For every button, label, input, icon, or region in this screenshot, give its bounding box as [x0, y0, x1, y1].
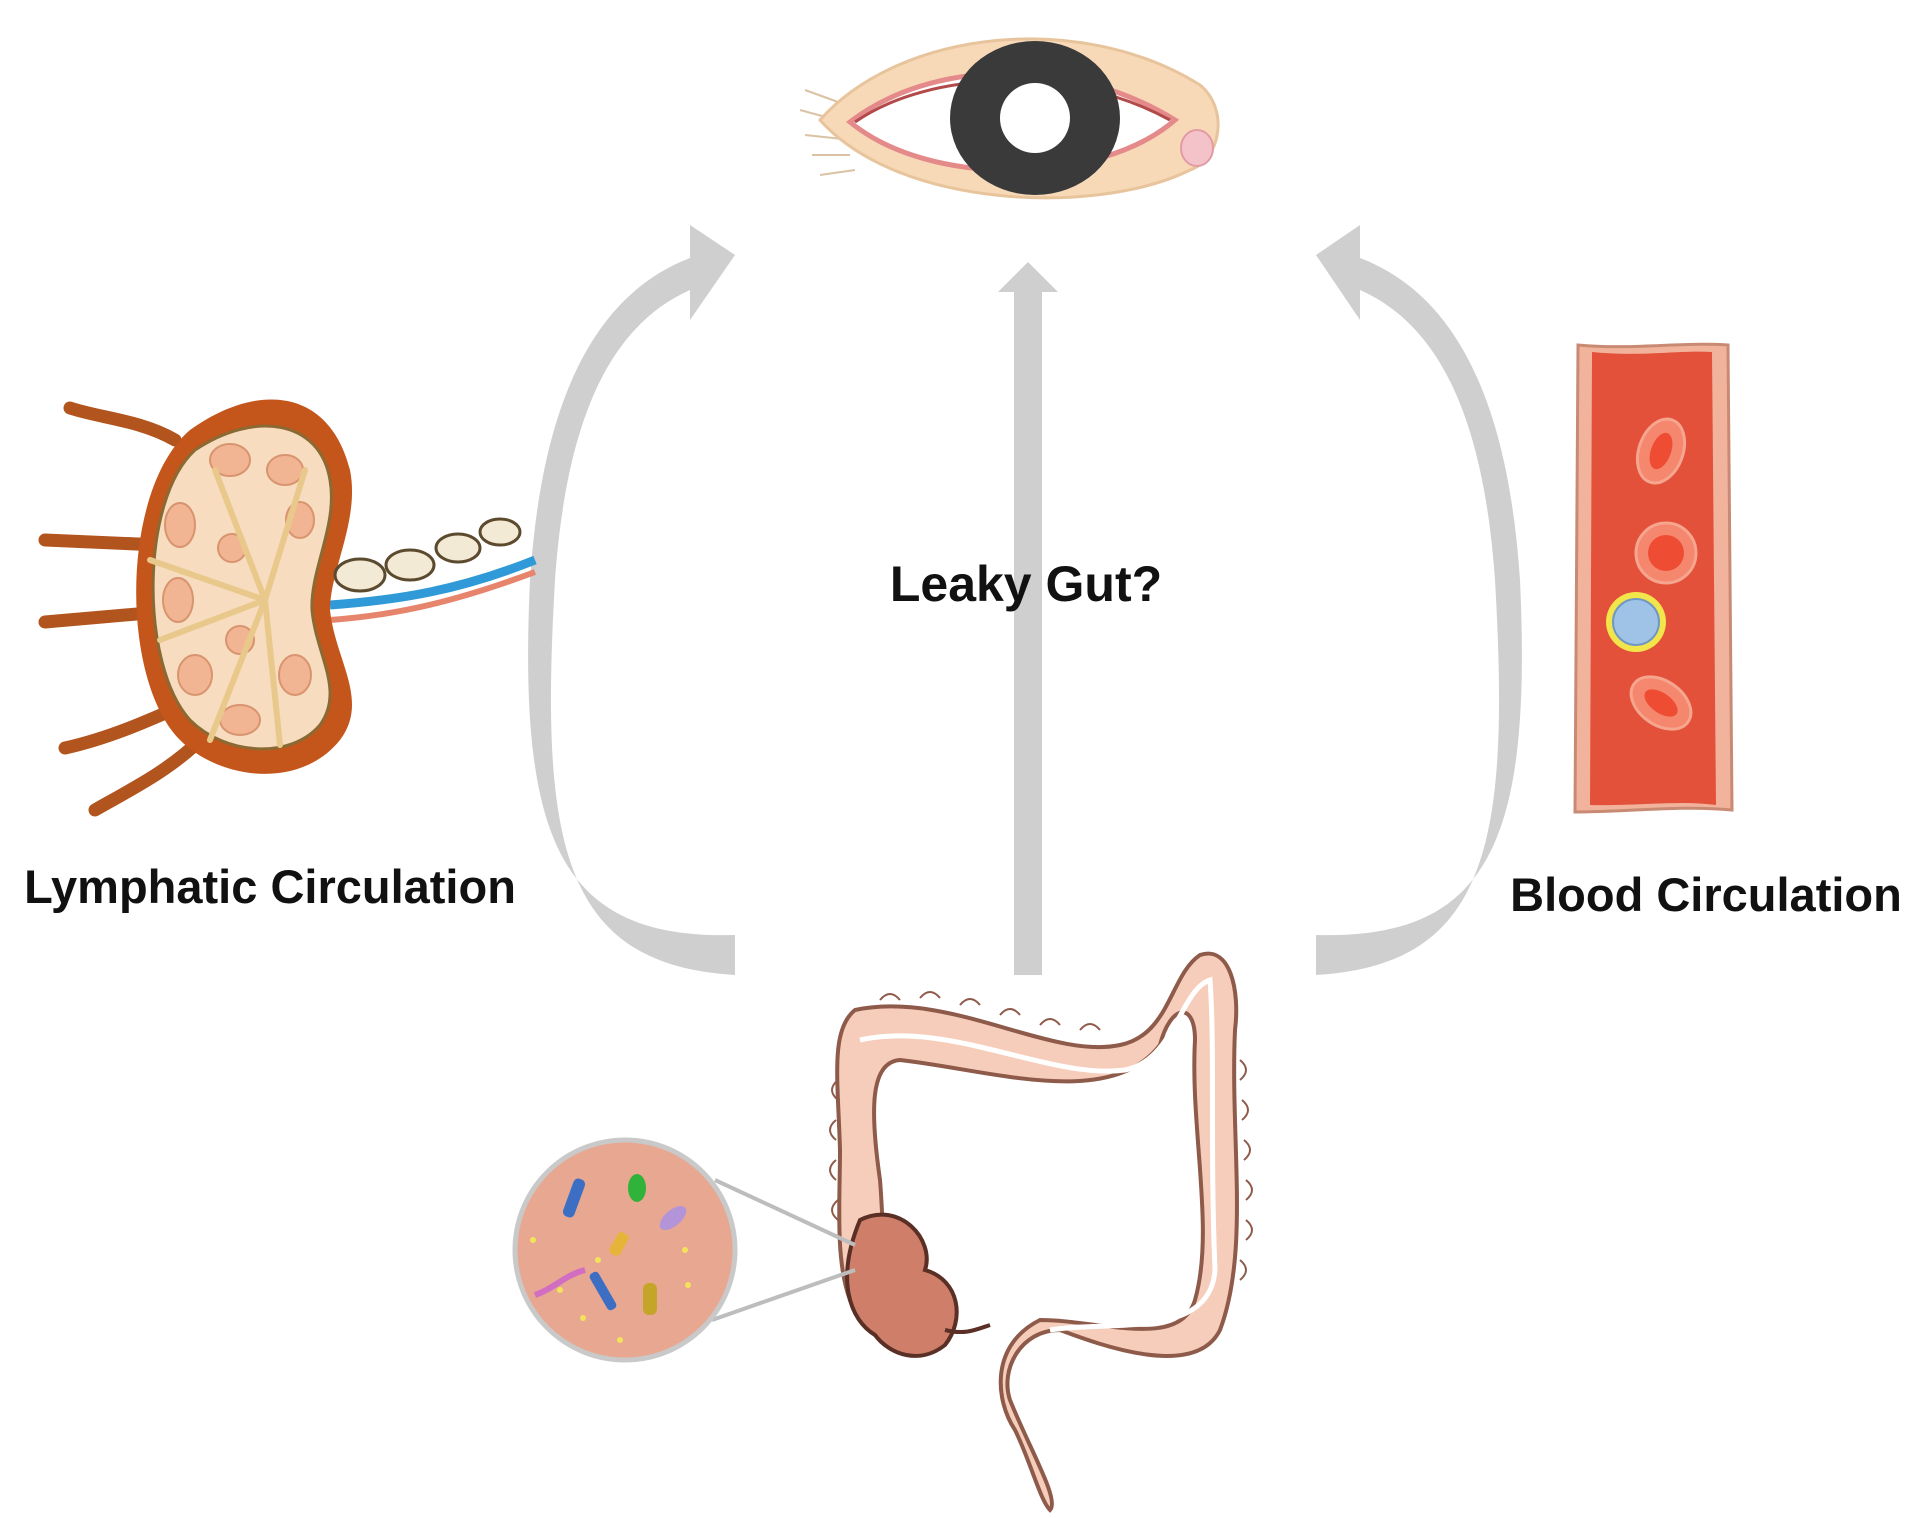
right-label: Blood Circulation — [1510, 868, 1902, 921]
right-curved-arrow — [1316, 225, 1522, 975]
left-label: Lymphatic Circulation — [24, 860, 516, 913]
left-curved-arrow — [528, 225, 735, 975]
colon-icon — [829, 951, 1253, 1513]
lymph-node-icon — [38, 399, 537, 817]
blood-vessel-icon — [1573, 342, 1734, 814]
center-straight-arrow — [998, 262, 1058, 975]
eye-icon — [799, 37, 1220, 200]
center-label: Leaky Gut? — [890, 556, 1162, 612]
gut-microbiome-icon — [512, 1137, 856, 1363]
